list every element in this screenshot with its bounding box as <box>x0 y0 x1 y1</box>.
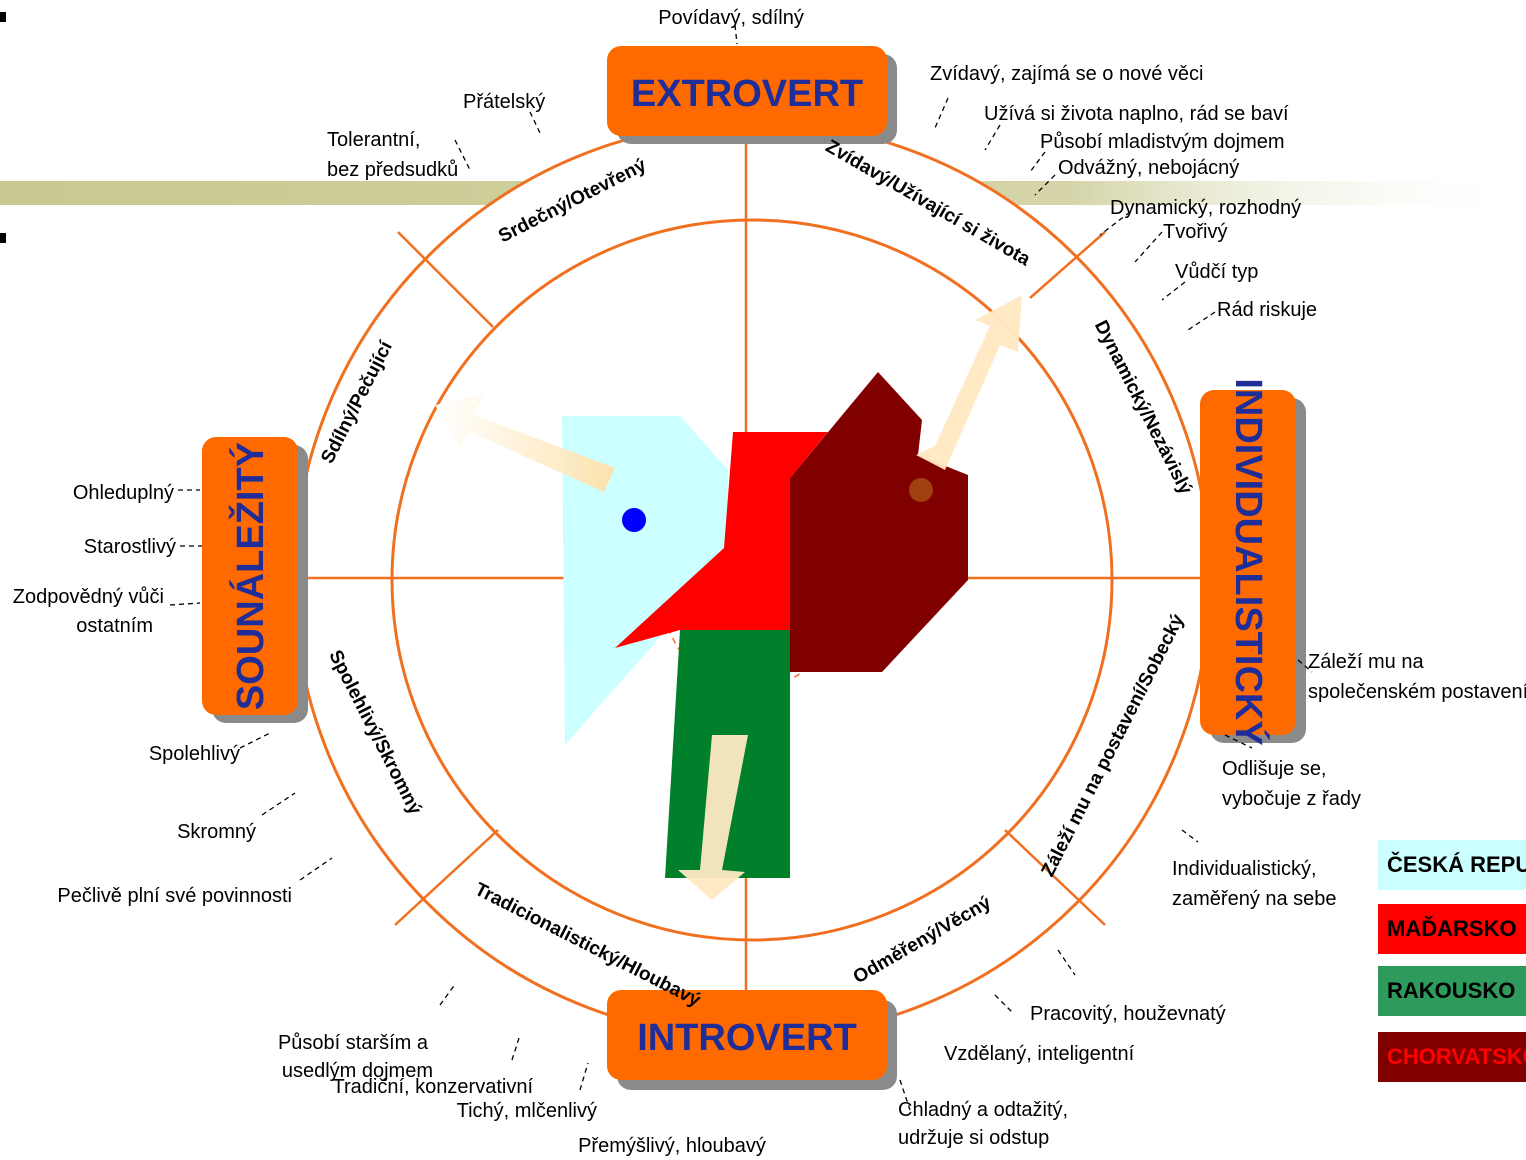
trait-label: Tradiční, konzervativní <box>333 1076 534 1098</box>
axis-box-sounalezity: SOUNÁLEŽITÝ <box>202 437 308 723</box>
trait-label: společenském postavení <box>1308 681 1526 703</box>
axis-box-extrovert: EXTROVERT <box>607 46 897 144</box>
trait-label: Rád riskuje <box>1217 299 1317 321</box>
trait-label: Záleží mu na <box>1308 651 1424 673</box>
spokes <box>292 120 1212 1040</box>
axis-box-individualisticky: INDIVIDUALISTICKÝ <box>1200 378 1306 746</box>
trait-label: bez předsudků <box>327 159 458 181</box>
trait-label: Odlišuje se, <box>1222 758 1327 780</box>
trait-label: Zvídavý, zajímá se o nové věci <box>930 63 1203 85</box>
trait-label: udržuje si odstup <box>898 1127 1049 1149</box>
shape-croatia <box>790 372 968 672</box>
trait-label: Vzdělaný, inteligentní <box>944 1043 1135 1065</box>
dot-czech <box>622 508 646 532</box>
trait-label: Pracovitý, houževnatý <box>1030 1003 1226 1025</box>
legend-label: RAKOUSKO <box>1387 978 1515 1003</box>
trait-label: Tolerantní, <box>327 129 420 151</box>
axis-label-introvert: INTROVERT <box>637 1017 857 1059</box>
trait-label: Působí starším a <box>278 1032 429 1054</box>
trait-label: Povídavý, sdílný <box>658 7 804 29</box>
trait-label: usedlým dojmem <box>282 1060 433 1082</box>
arrow-czech <box>435 395 615 492</box>
legend-swatch-hungary <box>1378 904 1526 954</box>
trait-label: Chladný a odtažitý, <box>898 1099 1068 1121</box>
trait-label: Skromný <box>177 821 256 843</box>
trait-label: Přátelský <box>463 91 545 113</box>
trait-label: Zodpovědný vůči <box>13 586 164 608</box>
trait-label: Odvážný, nebojácný <box>1058 157 1239 179</box>
trait-label: Individualistický, <box>1172 858 1317 880</box>
trait-label: Vůdčí typ <box>1175 261 1258 283</box>
arrow-austria <box>678 735 748 900</box>
trait-label: Dynamický, rozhodný <box>1110 197 1301 219</box>
legend-label: MAĎARSKO <box>1387 916 1517 941</box>
shape-czech-republic <box>562 416 728 745</box>
trait-label: Tvořivý <box>1163 221 1227 243</box>
shape-austria-foot <box>665 630 690 878</box>
legend-label: CHORVATSKO <box>1387 1044 1526 1069</box>
shape-hungary <box>615 432 828 648</box>
slide-bullet <box>0 12 6 22</box>
trait-label: ostatním <box>76 615 153 637</box>
trait-label: Působí mladistvým dojmem <box>1040 131 1285 153</box>
trait-leader-lines <box>169 24 1313 1111</box>
trait-label: Užívá si života naplno, rád se baví <box>984 103 1289 125</box>
axis-label-sounalezity: SOUNÁLEŽITÝ <box>228 442 272 710</box>
slide-bullet <box>0 233 6 243</box>
trait-label: Ohleduplný <box>73 482 174 504</box>
trait-label: Pečlivě plní své povinnosti <box>57 885 292 907</box>
trait-label: vybočuje z řady <box>1222 788 1361 810</box>
axis-label-individualisticky: INDIVIDUALISTICKÝ <box>1227 378 1271 745</box>
trait-label: zaměřený na sebe <box>1172 888 1337 910</box>
legend-swatch-czech <box>1378 840 1526 890</box>
arrow-croatia <box>916 295 1022 470</box>
trait-label: Přemýšlivý, hloubavý <box>578 1135 766 1157</box>
legend-label: ČESKÁ REPUBLIKA <box>1387 852 1526 877</box>
trait-label: Starostlivý <box>84 536 176 558</box>
dot-croatia <box>909 478 933 502</box>
legend-swatch-austria <box>1378 966 1526 1016</box>
axis-label-extrovert: EXTROVERT <box>631 73 863 115</box>
legend-swatch-croatia <box>1378 1032 1526 1082</box>
axis-box-introvert: INTROVERT <box>607 990 897 1090</box>
trait-labels: Povídavý, sdílný Přátelský Tolerantní, b… <box>13 7 1526 1157</box>
legend: ČESKÁ REPUBLIKA MAĎARSKO RAKOUSKO CHORVA… <box>1378 840 1526 1082</box>
trait-label: Spolehlivý <box>149 743 240 765</box>
trait-label: Tichý, mlčenlivý <box>457 1100 597 1122</box>
